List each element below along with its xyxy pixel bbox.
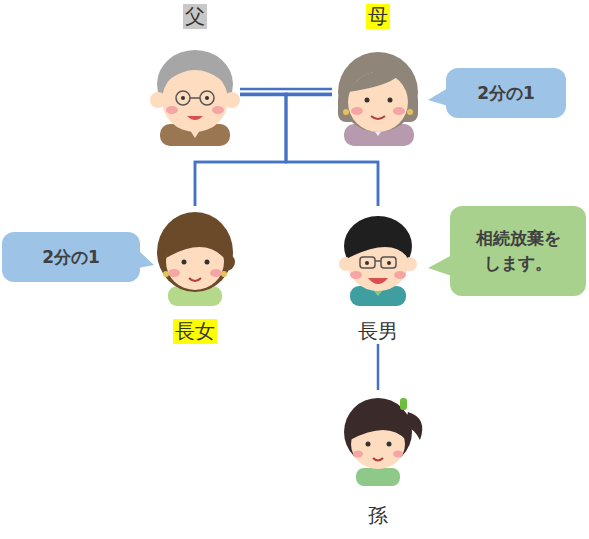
father-figure [150,50,240,146]
connector-stroke [195,94,286,206]
son-figure [339,216,417,306]
callout-text: 2分の1 [42,245,100,270]
person-name: 孫 [366,503,390,528]
child-person: 長男 [333,206,423,344]
connector-stroke [240,94,378,206]
grandchild-figure [344,398,422,486]
renounce-callout: 相続放棄をします。 [450,206,586,296]
daughter-figure [157,212,235,306]
connector-stroke [240,88,332,91]
mother-figure [338,52,418,146]
share-callout: 2分の1 [2,232,140,282]
connector-stroke [195,94,332,206]
connector-stroke [286,94,378,206]
parent-person: 父 [150,4,240,146]
family-line [195,94,332,206]
grandchild-person: 孫 [333,390,423,528]
callout-text: 2分の1 [477,81,535,106]
callout-tail [428,255,452,276]
share-callout: 2分の1 [446,68,566,118]
person-name: 母 [366,4,390,29]
person-name: 父 [183,4,207,29]
family-line [195,94,286,206]
callout-tail [428,88,448,106]
family-line [378,344,379,390]
person-name: 長女 [173,319,217,344]
callout-tail [138,250,154,268]
parent-person: 母 [332,4,424,146]
family-line [240,94,378,206]
callout-text: 相続放棄をします。 [473,226,563,275]
person-name: 長男 [356,319,400,344]
family-line [286,94,378,206]
connector-stroke [377,344,380,390]
child-person: 長女 [150,206,240,344]
